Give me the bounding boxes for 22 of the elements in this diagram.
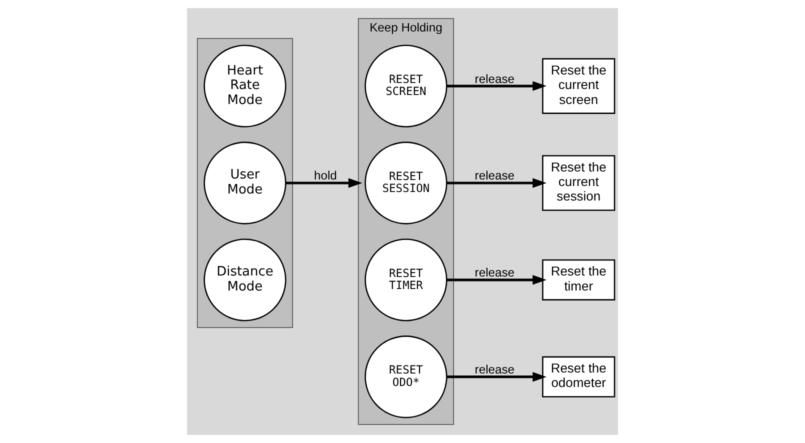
node-box: Reset the current screen <box>542 58 616 114</box>
edge-label: release <box>474 362 515 377</box>
node-circle: RESET SCREEN <box>364 44 448 128</box>
node-box: Reset the odometer <box>542 356 616 398</box>
node-box: Reset the current session <box>542 155 616 211</box>
node-box: Reset the timer <box>542 259 616 300</box>
node-circle: RESET TIMER <box>364 238 448 322</box>
arrow <box>446 178 546 188</box>
edge-label: release <box>474 72 515 86</box>
cluster <box>196 38 294 328</box>
arrow <box>446 372 546 382</box>
edge-label: hold <box>314 168 337 183</box>
node-circle: User Mode <box>204 142 286 224</box>
arrow <box>446 275 546 285</box>
edge-label: release <box>474 266 515 280</box>
arrow <box>446 81 546 91</box>
node-circle: Distance Mode <box>204 238 286 322</box>
arrow <box>286 178 362 188</box>
edge-label: release <box>474 168 515 183</box>
node-circle: RESET SESSION <box>364 142 448 224</box>
node-circle: RESET ODO* <box>364 336 448 418</box>
node-circle: Heart Rate Mode <box>204 44 286 128</box>
